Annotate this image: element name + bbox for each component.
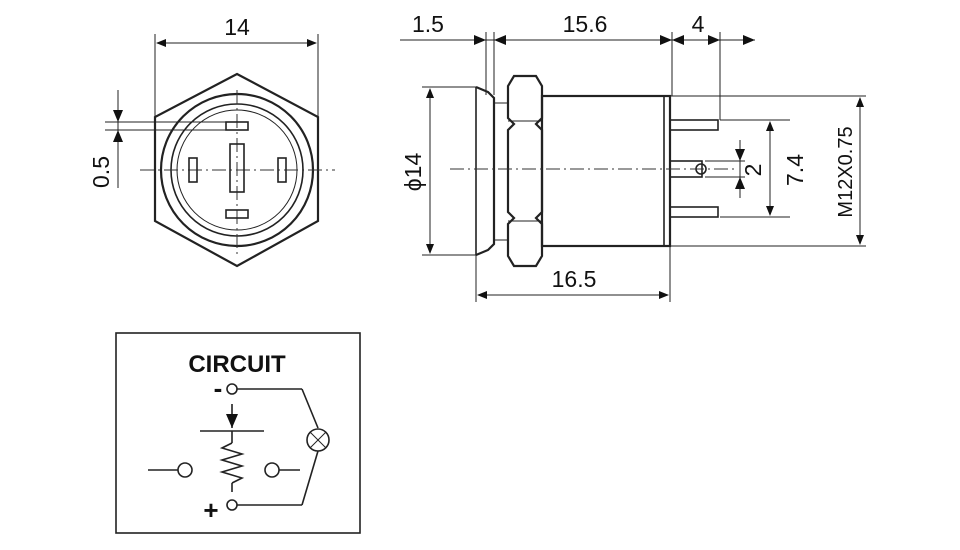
flange-outline <box>475 85 496 257</box>
ring-dim-label: 0.5 <box>88 156 114 188</box>
nut-outline <box>506 74 544 268</box>
front-view: 14 0.5 <box>88 14 335 268</box>
pitch-arrow-bottom <box>735 177 745 189</box>
top-terminal <box>669 119 719 131</box>
total-dim-label: 16.5 <box>552 266 597 292</box>
circuit-frame <box>115 332 361 534</box>
circuit-title: CIRCUIT <box>188 351 286 378</box>
terminal-dim-label: 4 <box>692 11 705 37</box>
terminal-span-dim-label: 7.4 <box>782 154 808 186</box>
plus-terminal <box>226 499 238 511</box>
side-view: 1.5 15.6 4 16.5 ϕ14 2 7.4 M12X0.75 <box>400 11 866 302</box>
body-arrow-left <box>494 35 506 45</box>
minus-label: - <box>214 373 223 403</box>
minus-terminal <box>226 383 238 395</box>
terminal-arrow-left <box>672 35 684 45</box>
ring-arrow-top <box>113 110 123 122</box>
thread-dim-label: M12X0.75 <box>835 126 857 217</box>
terminal-arrow-right <box>708 35 720 45</box>
body-dim-label: 15.6 <box>563 11 608 37</box>
bottom-terminal-symbol <box>225 209 249 219</box>
diameter-dim-label: ϕ14 <box>400 153 426 192</box>
right-terminal-symbol <box>277 157 287 183</box>
pin-pitch-dim-label: 2 <box>740 164 766 177</box>
left-terminal-symbol <box>188 157 198 183</box>
pitch-arrow-top <box>735 149 745 161</box>
spring-symbol <box>219 442 245 484</box>
flange-dim-label: 1.5 <box>412 11 444 37</box>
terminal-arrow-end <box>743 35 755 45</box>
circuit-diagram: CIRCUIT - + <box>115 332 361 534</box>
ring-arrow-bottom <box>113 130 123 142</box>
plus-label: + <box>203 495 218 525</box>
left-contact <box>177 462 193 478</box>
switch-body <box>540 94 672 248</box>
lamp-cross-2 <box>309 431 327 449</box>
bottom-terminal <box>669 206 719 218</box>
center-terminal-symbol <box>229 143 245 193</box>
width-dim-label: 14 <box>224 14 250 40</box>
flange-arrow <box>474 35 486 45</box>
plus-wire-diag <box>301 450 319 506</box>
top-terminal-symbol <box>225 121 249 131</box>
minus-wire-diag <box>301 388 319 429</box>
body-arrow-right <box>660 35 672 45</box>
right-contact <box>264 462 280 478</box>
actuator-arrow <box>226 414 238 428</box>
